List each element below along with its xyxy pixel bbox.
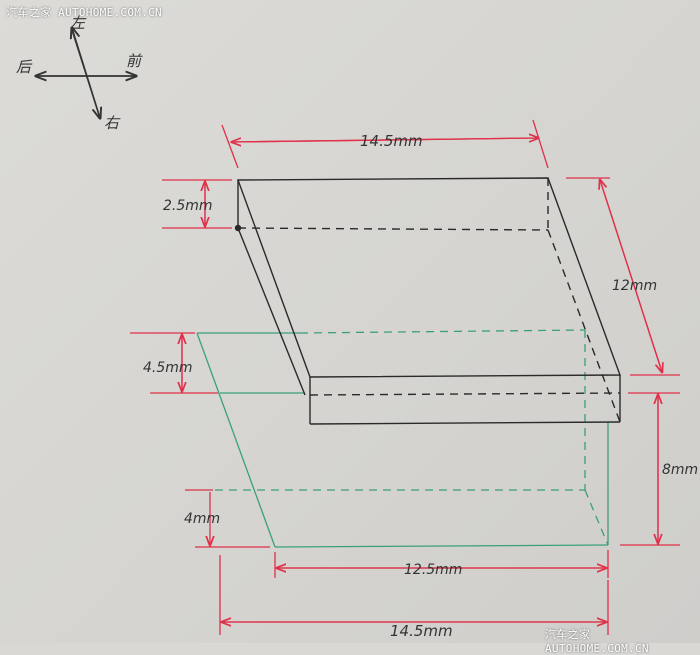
label-overall-width: 14.5mm	[390, 622, 453, 640]
arrow-left	[72, 28, 101, 119]
watermark-top: 汽车之家 AUTOHOME.COM.CN	[6, 6, 162, 19]
label-lower-height: 8mm	[662, 462, 698, 478]
lower-box	[196, 329, 609, 548]
compass-left-label: 后	[16, 58, 33, 76]
compass-right-label: 前	[126, 52, 143, 70]
label-top-width: 14.5mm	[360, 132, 423, 150]
direction-compass	[36, 28, 136, 118]
label-depth: 12mm	[612, 278, 657, 294]
label-lower-width: 12.5mm	[404, 562, 462, 578]
upper-box	[234, 177, 621, 425]
label-lower-offset: 4.5mm	[143, 360, 193, 376]
label-bottom-offset: 4mm	[184, 511, 220, 527]
dimension-lines	[130, 119, 680, 635]
label-top-thickness: 2.5mm	[163, 198, 213, 214]
compass-down-label: 右	[104, 114, 121, 132]
compass-up-label: 左	[70, 14, 87, 32]
